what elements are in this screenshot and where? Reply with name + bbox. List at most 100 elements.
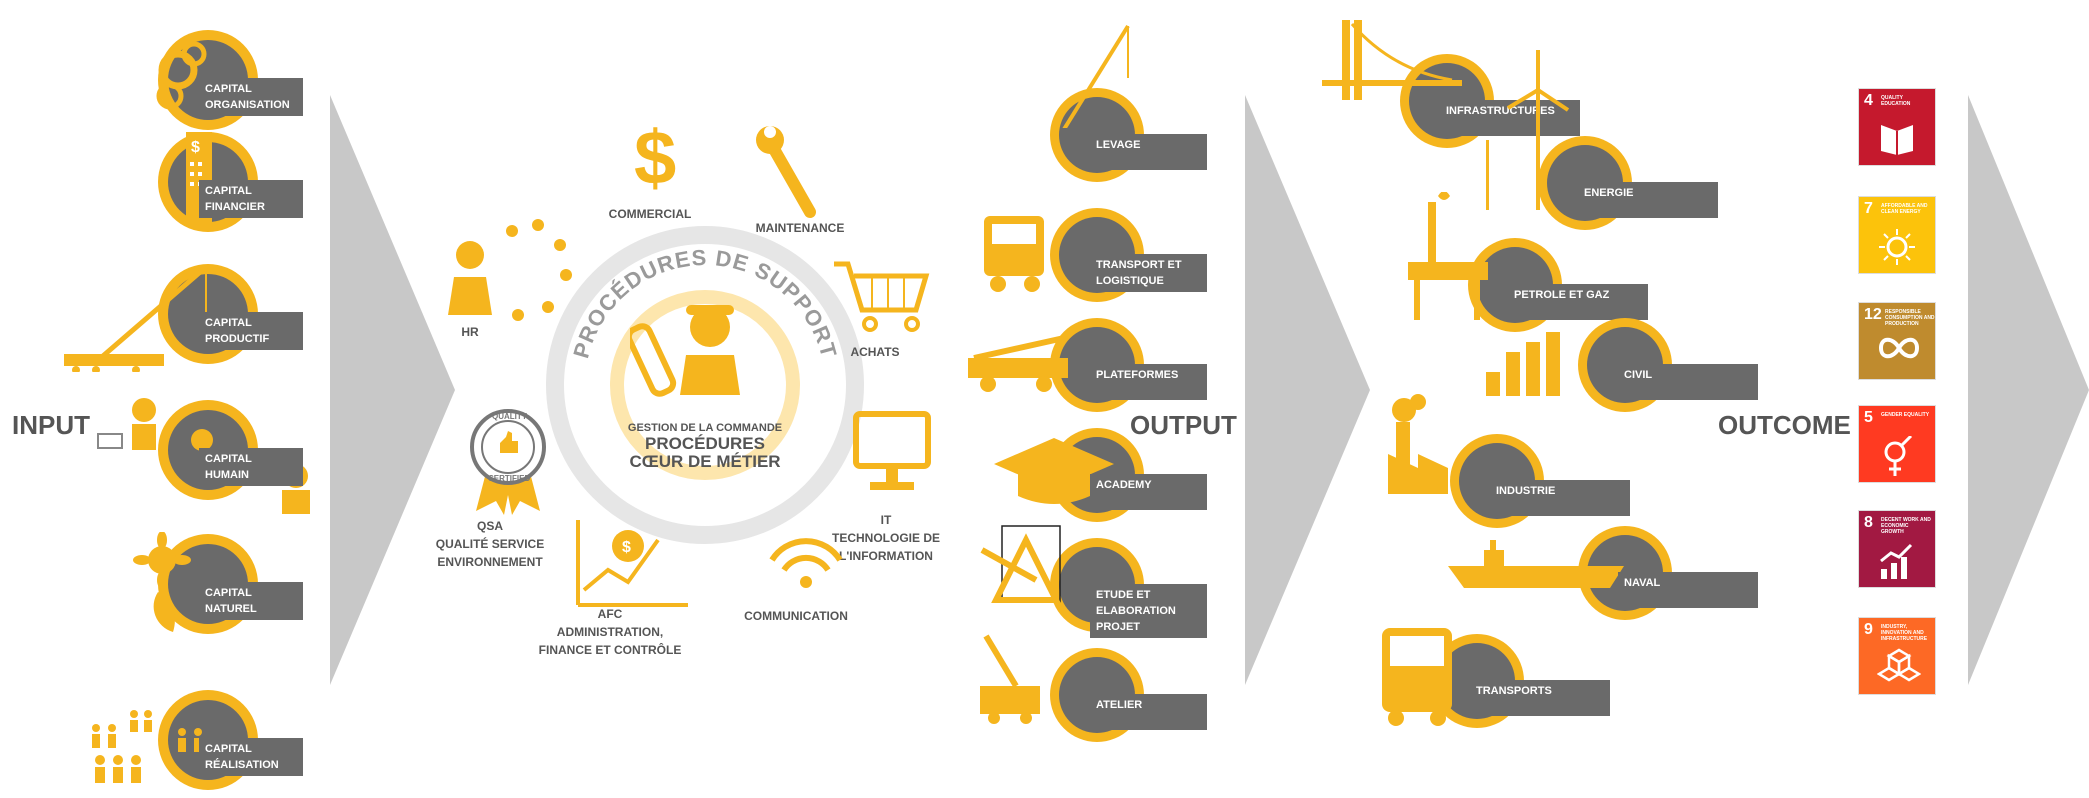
badge-top: QUALITY [492, 412, 528, 421]
sdg-title: RESPONSIBLE CONSUMPTION AND PRODUCTION [1885, 309, 1935, 327]
bridge-icon [1322, 20, 1462, 100]
sdg-5-tile: 5 GENDER EQUALITY [1858, 405, 1936, 483]
wifi-icon [769, 538, 843, 588]
graduation-cap-icon [994, 438, 1114, 504]
input-capital-naturel: CAPITAL NATUREL [98, 532, 303, 642]
output-levage: LEVAGE [1000, 24, 1207, 192]
support-qsa-sub1: QUALITÉ SERVICE [435, 537, 545, 551]
sdg-title: DECENT WORK AND ECONOMIC GROWTH [1881, 517, 1931, 535]
workshop-crane-icon [980, 634, 1040, 724]
outcome-label: NAVAL [1618, 572, 1758, 608]
support-qsa-sub2: ENVIRONNEMENT [437, 555, 543, 569]
chevron-output [1245, 95, 1370, 685]
center-title-1: PROCÉDURES [645, 434, 765, 453]
finance-chart-icon: $ [576, 520, 688, 607]
output-label: ACADEMY [1090, 474, 1207, 510]
output-etude: ETUDE ET ELABORATION PROJET [980, 525, 1207, 642]
output-transport: TRANSPORT ET LOGISTIQUE [984, 202, 1207, 312]
input-capital-organisation: CAPITAL ORGANISATION [98, 28, 303, 138]
outcome-petrole: PETROLE ET GAZ [1408, 192, 1648, 342]
center-title-2: CŒUR DE MÉTIER [629, 452, 781, 471]
flower-icon [133, 532, 191, 632]
sdg-number: 12 [1864, 306, 1882, 323]
outcome-label: TRANSPORTS [1470, 680, 1610, 716]
sdg-number: 7 [1864, 200, 1873, 217]
output-label: TRANSPORT ET LOGISTIQUE [1090, 254, 1207, 292]
stage-input: INPUT [12, 410, 90, 440]
sdg-number: 5 [1864, 409, 1873, 426]
input-label: CAPITAL HUMAIN [199, 448, 303, 486]
output-atelier: ATELIER [980, 634, 1207, 752]
outcome-energie: ENERGIE [1486, 50, 1718, 240]
sdg-title: INDUSTRY, INNOVATION AND INFRASTRUCTURE [1881, 624, 1928, 642]
book-icon [1881, 125, 1913, 155]
support-afc-sub2: FINANCE ET CONTRÔLE [538, 643, 682, 657]
growth-chart-icon [1880, 543, 1913, 579]
support-maintenance: MAINTENANCE [755, 221, 845, 235]
sdg-4-tile: 4 QUALITY EDUCATION [1858, 88, 1936, 166]
city-icon [1486, 332, 1560, 396]
input-capital-financier: $ CAPITAL FINANCIER [98, 130, 303, 240]
chevron-input [330, 95, 455, 685]
engineer-icon [630, 305, 740, 397]
cubes-icon [1877, 648, 1921, 682]
sdg-title: QUALITY EDUCATION [1881, 95, 1911, 107]
wind-turbine-icon [1486, 50, 1570, 210]
sdg-8-tile: 8 DECENT WORK AND ECONOMIC GROWTH [1858, 510, 1936, 588]
outcome-industrie: INDUSTRIE [1388, 394, 1630, 538]
svg-text:$: $ [191, 139, 200, 156]
outcome-label: ENERGIE [1578, 182, 1718, 218]
sdg-number: 8 [1864, 514, 1873, 531]
sdg-12-tile: 12 RESPONSIBLE CONSUMPTION AND PRODUCTIO… [1858, 302, 1936, 380]
svg-text:$: $ [634, 118, 676, 198]
sdg-7-tile: 7 AFFORDABLE AND CLEAN ENERGY [1858, 196, 1936, 274]
center-subtitle: GESTION DE LA COMMANDE [627, 422, 783, 434]
output-label: PLATEFORMES [1090, 364, 1207, 400]
outcome-naval: NAVAL [1448, 520, 1758, 630]
input-label: CAPITAL FINANCIER [199, 180, 303, 218]
sdg-9-tile: 9 INDUSTRY, INNOVATION AND INFRASTRUCTUR… [1858, 617, 1936, 695]
sdg-title: AFFORDABLE AND CLEAN ENERGY [1881, 203, 1928, 215]
sdg-number: 9 [1864, 621, 1873, 638]
gears-icon [156, 41, 207, 110]
support-it-sub2: L'INFORMATION [839, 549, 933, 563]
support-afc-sub1: ADMINISTRATION, [556, 625, 664, 639]
gender-icon [1884, 436, 1913, 476]
chevron-outcome [1968, 95, 2089, 685]
bus-icon [1382, 628, 1452, 726]
input-label: CAPITAL RÉALISATION [199, 738, 303, 776]
outcome-infrastructures: INFRASTRUCTURES [1322, 20, 1580, 158]
platform-truck-icon [968, 335, 1068, 392]
sdg-title: GENDER EQUALITY [1881, 412, 1930, 418]
support-qsa: QSA [476, 519, 503, 533]
support-communication: COMMUNICATION [744, 609, 848, 623]
input-label: CAPITAL ORGANISATION [199, 78, 303, 116]
oil-rig-icon [1408, 192, 1488, 320]
output-label: LEVAGE [1090, 134, 1207, 170]
support-commercial: COMMERCIAL [608, 207, 692, 221]
input-capital-humain: CAPITAL HUMAIN [97, 398, 310, 514]
svg-text:$: $ [622, 539, 631, 556]
computer-icon [853, 411, 931, 490]
sdg-number: 4 [1864, 92, 1873, 109]
support-it-sub1: TECHNOLOGIE DE [831, 531, 940, 545]
support-hr: HR [461, 325, 479, 339]
output-plateformes: PLATEFORMES [968, 312, 1207, 422]
wrench-icon [756, 126, 816, 218]
cart-icon [834, 261, 930, 332]
factory-icon [1388, 394, 1448, 494]
input-capital-productif: CAPITAL PRODUCTIF [64, 262, 303, 372]
support-afc: AFC [597, 607, 623, 621]
crawler-crane-icon [1062, 24, 1130, 128]
input-label: CAPITAL PRODUCTIF [199, 312, 303, 350]
output-label: ATELIER [1090, 694, 1207, 730]
outcome-label: PETROLE ET GAZ [1508, 284, 1648, 320]
outcome-transports: TRANSPORTS [1380, 628, 1610, 738]
stage-outcome: OUTCOME [1718, 410, 1851, 440]
team-icon [92, 710, 202, 783]
outcome-label: CIVIL [1618, 364, 1758, 400]
outcome-label: INDUSTRIE [1490, 480, 1630, 516]
ship-icon [1448, 540, 1624, 588]
input-capital-realisation: CAPITAL RÉALISATION [92, 688, 303, 798]
